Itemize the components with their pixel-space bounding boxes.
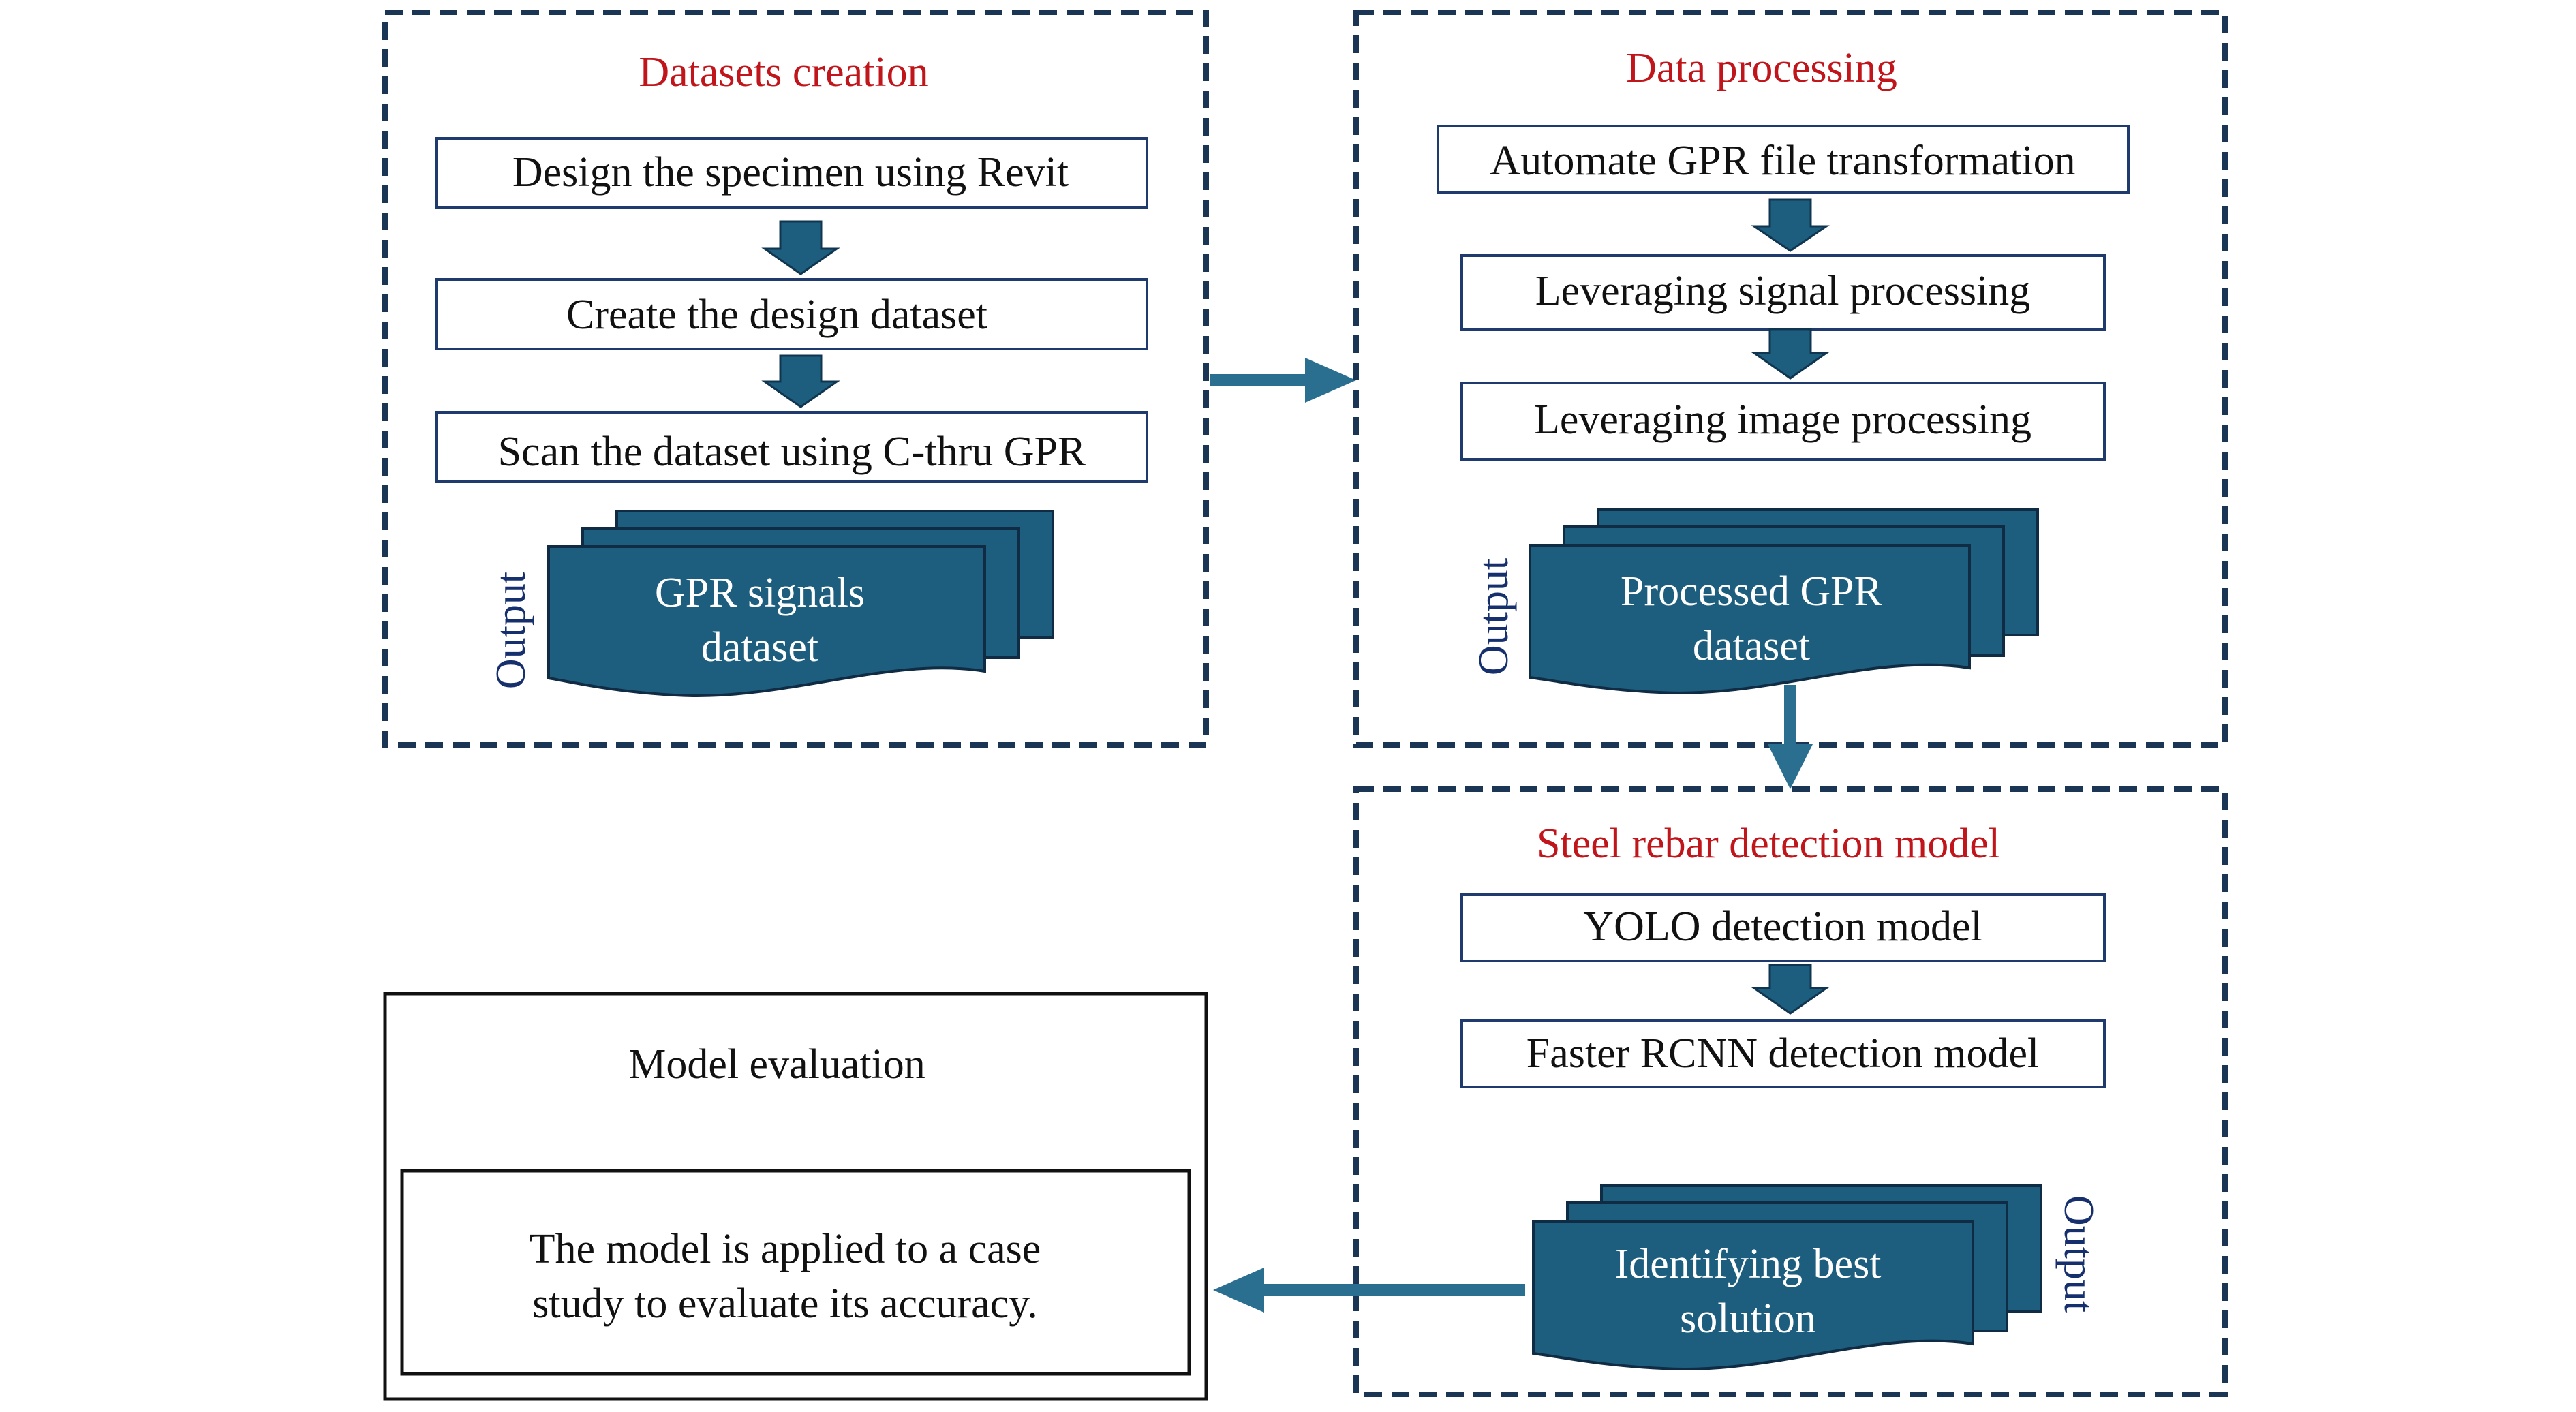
steel-rebar-border: [1353, 786, 2228, 1397]
model-evaluation-line2: study to evaluate its accuracy.: [532, 1280, 1037, 1327]
down-arrow-icon: [1751, 328, 1830, 380]
down-arrow-icon: [1751, 964, 1830, 1015]
step-image-processing: Leveraging image processing: [1534, 397, 2031, 443]
step-design-specimen: Design the specimen using Revit: [512, 149, 1069, 196]
down-arrow-icon: [761, 220, 840, 275]
down-arrow-icon: [1751, 198, 1830, 252]
datasets-creation-panel: Datasets creation Design the specimen us…: [382, 10, 1209, 748]
steel-rebar-title: Steel rebar detection model: [1537, 820, 2000, 867]
processed-gpr-line1: Processed GPR: [1621, 568, 1883, 615]
step-create-dataset-box: [435, 278, 1148, 350]
step-yolo-box: [1460, 893, 2106, 962]
step-design-specimen-box: [435, 137, 1148, 209]
step-automate: Automate GPR file transformation: [1490, 138, 2075, 184]
steel-rebar-panel: Steel rebar detection model YOLO detecti…: [1353, 786, 2228, 1397]
connector-detection-to-evaluation: [1213, 1268, 1525, 1313]
datasets-creation-title: Datasets creation: [639, 49, 928, 95]
model-evaluation-panel: Model evaluation The model is applied to…: [383, 992, 1208, 1401]
step-faster-rcnn-box: [1460, 1019, 2106, 1088]
gpr-signals-line1: GPR signals: [655, 570, 865, 616]
gpr-signals-line2: dataset: [701, 624, 818, 671]
connector-creation-to-processing: [1210, 358, 1356, 403]
step-create-dataset: Create the design dataset: [566, 292, 987, 338]
step-signal-processing: Leveraging signal processing: [1535, 268, 2031, 314]
step-image-processing-box: [1460, 382, 2106, 461]
datasets-creation-border: [382, 10, 1209, 748]
output-label-3: Output: [2055, 1195, 2102, 1313]
data-processing-border: [1353, 10, 2228, 748]
data-processing-panel: Data processing Automate GPR file transf…: [1353, 10, 2228, 748]
connector-processing-to-detection: [1768, 685, 1813, 789]
identifying-solution-line1: Identifying best: [1615, 1241, 1882, 1287]
output-label-2: Output: [1471, 558, 1517, 675]
data-processing-title: Data processing: [1626, 45, 1897, 91]
model-evaluation-title: Model evaluation: [628, 1041, 925, 1088]
processed-gpr-multidocument: [1529, 508, 2039, 694]
step-signal-processing-box: [1460, 254, 2106, 331]
identifying-solution-line2: solution: [1680, 1295, 1816, 1342]
gpr-signals-multidocument: [547, 510, 1054, 697]
step-scan-dataset: Scan the dataset using C-thru GPR: [498, 429, 1086, 475]
step-yolo: YOLO detection model: [1583, 904, 1982, 950]
step-scan-dataset-box: [435, 411, 1148, 483]
identifying-solution-multidocument: [1532, 1184, 2042, 1370]
model-evaluation-line1: The model is applied to a case: [530, 1226, 1041, 1272]
down-arrow-icon: [761, 354, 840, 408]
processed-gpr-line2: dataset: [1693, 623, 1810, 669]
model-evaluation-description-box: [400, 1169, 1191, 1376]
step-faster-rcnn: Faster RCNN detection model: [1527, 1030, 2039, 1077]
step-automate-box: [1437, 125, 2130, 194]
output-label-1: Output: [488, 572, 534, 689]
